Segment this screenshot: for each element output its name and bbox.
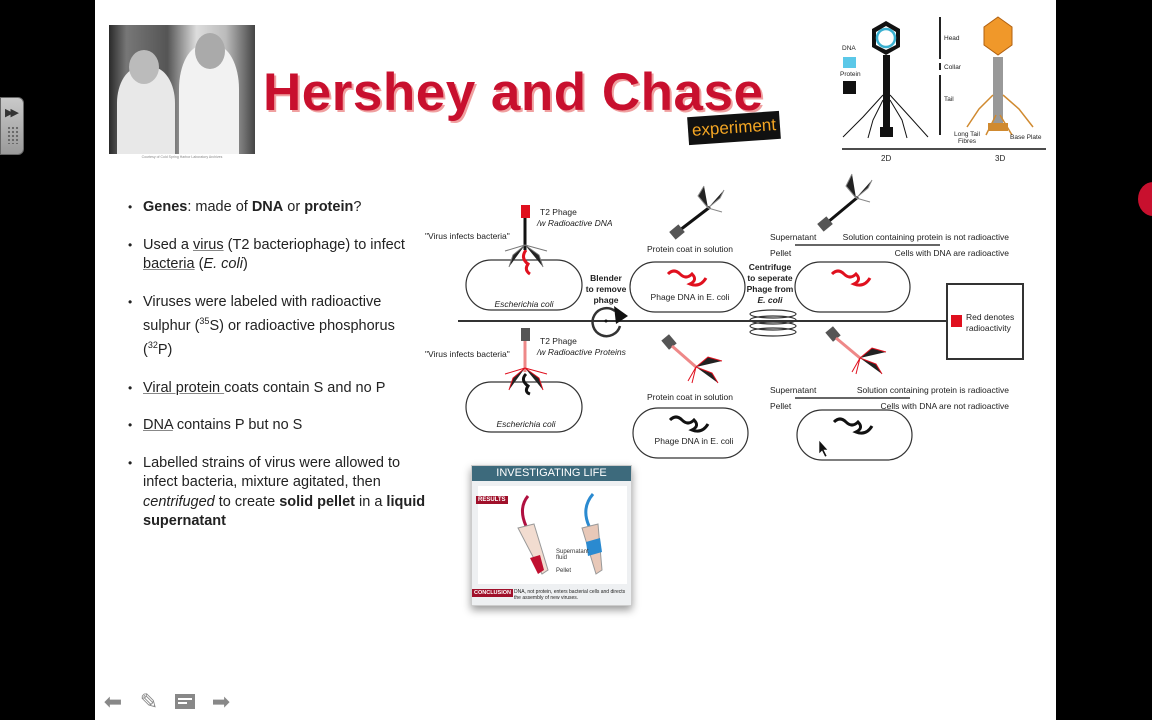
svg-text:Base Plate: Base Plate [1010, 134, 1042, 141]
slide-title: Hershey and Chase [263, 63, 764, 122]
pencil-icon: ✎ [139, 689, 159, 714]
next-slide-button[interactable]: ➡ [208, 688, 234, 716]
previous-slide-button[interactable]: ⬅ [100, 688, 126, 716]
grid-icon [7, 126, 19, 144]
conclusion-label: CONCLUSION [472, 589, 513, 597]
bullet-item: Used a virus (T2 bacteriophage) to infec… [128, 236, 428, 275]
svg-text:DNA: DNA [842, 45, 856, 52]
bullet-item: Viral protein coats contain S and no P [128, 379, 428, 399]
bullet-item: DNA contains P but no S [128, 416, 428, 436]
svg-text:Protein: Protein [840, 71, 861, 78]
record-button[interactable] [1138, 182, 1152, 216]
svg-text:Long Tail: Long Tail [954, 131, 980, 138]
svg-text:2D: 2D [881, 154, 891, 163]
investigating-life-figure: INVESTIGATING LIFE RESULTS Supernatant f… [471, 465, 632, 606]
bullet-item: Genes: made of DNA or protein? [128, 198, 428, 218]
svg-text:Fibres: Fibres [958, 138, 977, 145]
svg-text:Tail: Tail [944, 96, 954, 103]
notes-icon [175, 694, 195, 709]
bullet-item: Viruses were labeled with radioactive su… [128, 293, 428, 361]
arrow-right-icon: ➡ [211, 689, 231, 714]
svg-text:Head: Head [944, 35, 960, 42]
arrow-left-icon: ⬅ [103, 689, 123, 714]
notes-button[interactable] [172, 688, 198, 716]
slide-navigator-handle[interactable]: ▶▶ [0, 97, 24, 155]
conclusion-text: DNA, not protein, enters bacterial cells… [514, 589, 626, 601]
svg-text:Collar: Collar [944, 64, 962, 71]
figure-header: INVESTIGATING LIFE [472, 466, 631, 481]
svg-text:3D: 3D [995, 154, 1005, 163]
fast-forward-icon: ▶▶ [5, 107, 19, 119]
pen-tool-button[interactable]: ✎ [136, 688, 162, 716]
bullet-list: Genes: made of DNA or protein? Used a vi… [128, 198, 428, 550]
results-label: RESULTS [476, 496, 508, 504]
hershey-chase-photo [109, 25, 255, 154]
photo-caption: Courtesy of Cold Spring Harbor Laborator… [141, 155, 223, 159]
bullet-item: Labelled strains of virus were allowed t… [128, 454, 428, 532]
